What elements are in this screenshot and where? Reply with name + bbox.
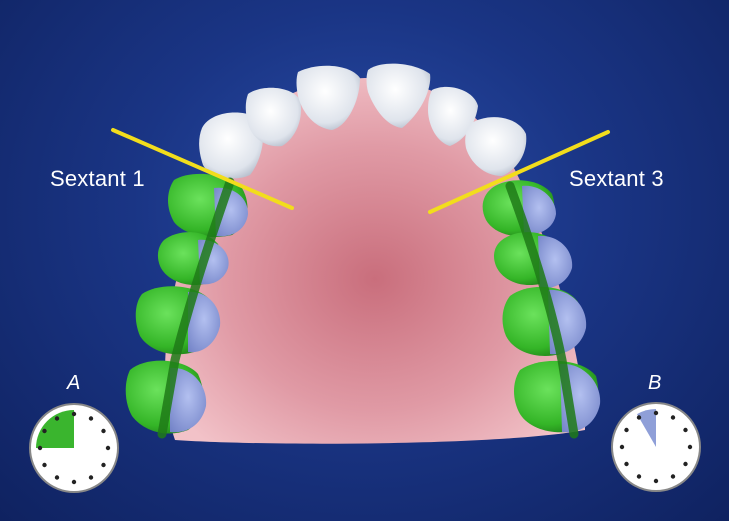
clock-a-filled-sector <box>36 410 74 448</box>
clock-b-letter: B <box>648 372 662 394</box>
sextant-1-label: Sextant 1 <box>50 166 145 191</box>
clock-a-letter: A <box>67 372 81 394</box>
left-posterior-teeth <box>125 173 248 439</box>
right-posterior-teeth <box>482 180 601 439</box>
front-teeth <box>199 63 527 179</box>
sextant-3-guide-line <box>428 130 610 214</box>
palate <box>164 78 585 444</box>
clock-b-ticks <box>619 410 693 484</box>
clock-a <box>29 403 119 493</box>
clock-a-ticks <box>37 411 111 485</box>
sextant-1-guide-line <box>111 128 294 210</box>
clock-b <box>611 402 701 492</box>
clock-b-filled-sector <box>637 409 656 447</box>
sextant-3-label: Sextant 3 <box>569 166 664 191</box>
